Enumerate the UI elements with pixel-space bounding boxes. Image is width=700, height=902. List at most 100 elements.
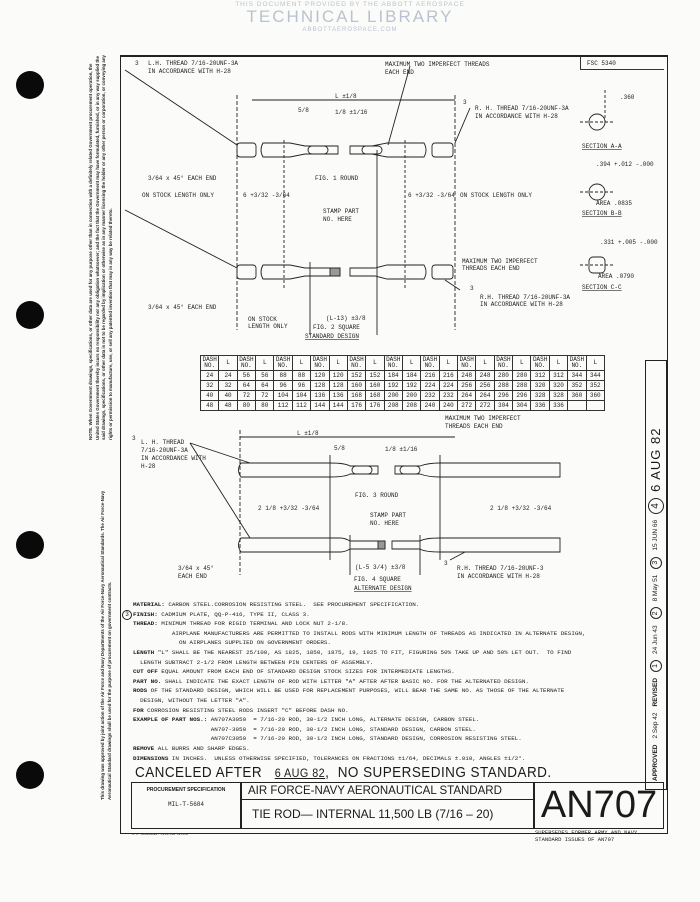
- note-text: CADMIUM PLATE, QQ-P-416, TYPE II, CLASS …: [157, 610, 310, 618]
- dash-number-cell: 152: [346, 370, 367, 381]
- supersedes-line: STANDARD ISSUES OF AN707: [535, 835, 615, 843]
- note-label: LENGTH: [133, 648, 155, 656]
- stamp-note: NO. HERE: [370, 520, 399, 527]
- note-line: CUT OFF EQUAL AMOUNT FROM EACH END OF ST…: [133, 667, 643, 677]
- length-cell: 304: [512, 400, 532, 411]
- dash-number-cell: 40: [199, 390, 220, 401]
- column-header-dash: DASH NO.: [420, 355, 440, 371]
- rod-left-half: [260, 142, 339, 158]
- dash-number-cell: 120: [310, 370, 330, 381]
- punch-hole: [16, 531, 44, 559]
- column-header-length: L: [512, 355, 532, 371]
- length-cell: 208: [401, 400, 422, 411]
- column-header-length: L: [218, 355, 238, 371]
- length-cell: 224: [438, 380, 459, 391]
- length-cell: 32: [218, 380, 238, 391]
- section-views: [580, 90, 615, 274]
- dash-number-cell: 112: [273, 400, 293, 411]
- section-cc-label: SECTION C-C: [582, 284, 622, 291]
- callout-circle: 3: [444, 560, 448, 567]
- revision-date: 8 May 51: [652, 574, 659, 602]
- length-cell: 128: [328, 380, 348, 391]
- note-label: DIMENSIONS: [133, 754, 169, 762]
- rh-thread-spec: IN ACCORDANCE WITH H-28: [480, 301, 563, 308]
- note-text: CARBON STEEL.CORROSION RESISTING STEEL. …: [164, 601, 420, 608]
- dimension: 1/8 ±1/16: [385, 446, 418, 453]
- dash-number-cell: 184: [383, 370, 403, 381]
- thread-length-dimension: 2 1/8 +3/32 -3/64: [258, 505, 320, 512]
- dash-number-cell: 72: [236, 390, 257, 401]
- length-cell: 48: [218, 400, 238, 411]
- length-cell: 320: [548, 380, 569, 391]
- length-cell: 360: [585, 390, 606, 401]
- column-header-dash: DASH NO.: [530, 355, 550, 371]
- dash-number-cell: 272: [457, 400, 477, 411]
- revision-date: 15 JUN 66: [652, 519, 659, 551]
- alternate-design-label: ALTERNATE DESIGN: [354, 585, 412, 592]
- dash-number-cell: 64: [236, 380, 257, 391]
- dash-number-cell: 352: [567, 380, 587, 391]
- dash-number-cell: 336: [530, 400, 550, 411]
- length-cell: [585, 400, 606, 411]
- column-header-dash: DASH NO.: [457, 355, 477, 371]
- length-cell: 288: [512, 380, 532, 391]
- note-line: FOR CORROSION RESISTING STEEL RODS INSER…: [133, 706, 643, 716]
- dash-number-cell: 296: [493, 390, 514, 401]
- dash-number-cell: 264: [457, 390, 477, 401]
- rh-thread-spec: IN ACCORDANCE WITH H-28: [457, 573, 540, 580]
- length-cell: 280: [512, 370, 532, 381]
- length-cell: 256: [475, 380, 495, 391]
- fig3-round-rod: [189, 430, 561, 575]
- length-cell: 336: [548, 400, 569, 411]
- note-line: MATERIAL: CARBON STEEL.CORROSION RESISTI…: [133, 600, 643, 610]
- length-cell: 72: [255, 390, 275, 401]
- length-cell: 104: [291, 390, 312, 401]
- revision-number: 3: [650, 556, 662, 569]
- note-label: MATERIAL:: [133, 601, 165, 608]
- note-text: EQUAL AMOUNT FROM EACH END OF STANDARD D…: [157, 668, 455, 676]
- length-cell: 216: [438, 370, 459, 381]
- procurement-spec: MIL-T-5684: [167, 801, 204, 808]
- note-line: RODS OF THE STANDARD DESIGN, WHICH WILL …: [133, 686, 643, 696]
- dash-number-cell: 48: [199, 400, 220, 411]
- dash-number-cell: 240: [420, 400, 440, 411]
- dash-number-cell: 104: [273, 390, 293, 401]
- standard-design-label: STANDARD DESIGN: [305, 333, 359, 340]
- lh-thread-spec: IN ACCORDANCE WITH H-28: [148, 68, 231, 75]
- note-text: LENGTH SUBTRACT 2-1/2 FROM LENGTH BETWEE…: [133, 658, 374, 666]
- printer-mark: U.S. GOVERNMENT PRINTING OFFICE: [132, 833, 188, 836]
- length-cell: 120: [328, 370, 348, 381]
- standard-number: AN707: [534, 782, 664, 829]
- dash-number-cell: [567, 400, 587, 411]
- fig2-label: FIG. 2 SQUARE: [313, 324, 360, 331]
- cancellation-notice: CANCELED AFTER 6 AUG 82, NO SUPERSEDING …: [135, 764, 552, 781]
- section-dimension: .331 +.005 -.000: [600, 239, 658, 246]
- revision-date: 24 Jun 43: [652, 625, 659, 654]
- column-header-dash: DASH NO.: [236, 355, 257, 371]
- length-cell: 200: [401, 390, 422, 401]
- note-text: AN707C3050 = 7/16-20 ROD, 30-1/2 INCH LO…: [133, 735, 522, 743]
- note-line: PART NO. SHALL INDICATE THE EXACT LENGTH…: [133, 677, 643, 687]
- note-text: AN707A3050 = 7/16-20 ROD, 30-1/2 INCH LO…: [207, 716, 480, 724]
- column-header-dash: DASH NO.: [310, 355, 330, 371]
- general-notes: MATERIAL: CARBON STEEL.CORROSION RESISTI…: [122, 600, 643, 763]
- note-text: ON AIRPLANES SUPPLIED ON GOVERNMENT ORDE…: [133, 639, 331, 647]
- note-line: LENGTH SUBTRACT 2-1/2 FROM LENGTH BETWEE…: [133, 658, 643, 668]
- note-label: EXAMPLE OF PART NOS.:: [133, 716, 208, 724]
- length-cell: 176: [365, 400, 385, 411]
- length-cell: 232: [438, 390, 459, 401]
- dash-number-cell: 248: [457, 370, 477, 381]
- section-bb-label: SECTION B-B: [582, 210, 622, 217]
- length-cell: 192: [401, 380, 422, 391]
- note-label: REMOVE: [133, 744, 155, 752]
- dash-number-cell: 312: [530, 370, 550, 381]
- dash-number-cell: 80: [236, 400, 257, 411]
- dash-number-cell: 304: [493, 400, 514, 411]
- cancel-date: 6 AUG 82: [274, 766, 326, 780]
- square-length-dimension: (L-5 3/4) ±3/8: [355, 564, 406, 571]
- revision-number: 1: [650, 659, 662, 672]
